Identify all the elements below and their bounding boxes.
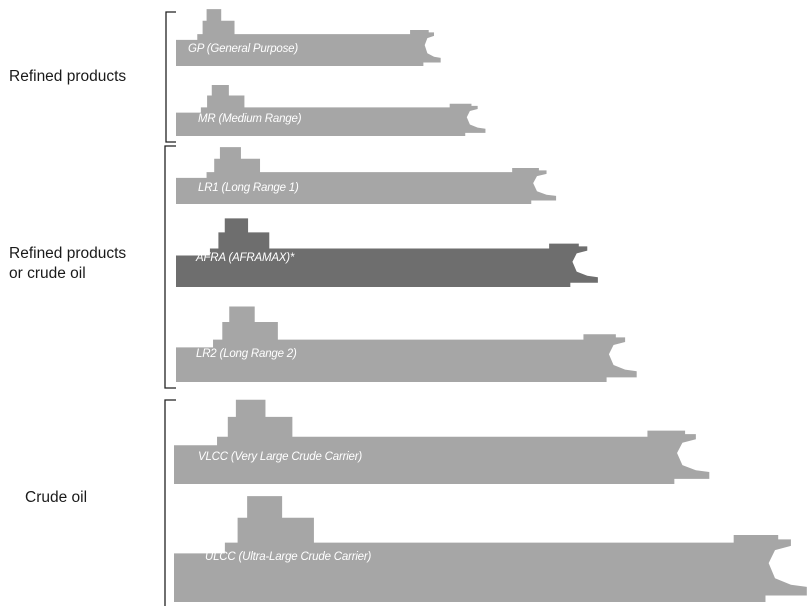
category-label-line: or crude oil: [9, 265, 86, 282]
ship-label-lr1: LR1 (Long Range 1): [198, 182, 299, 194]
category-label-line: Refined products: [9, 68, 127, 85]
ship-label-afra: AFRA (AFRAMAX)*: [196, 252, 295, 264]
ship-label-gp: GP (General Purpose): [188, 43, 298, 55]
ship-ulcc: [174, 496, 807, 602]
ship-label-ulcc: ULCC (Ultra-Large Crude Carrier): [205, 551, 372, 563]
ship-label-lr2: LR2 (Long Range 2): [196, 348, 297, 360]
ship-lr1: [176, 147, 557, 204]
bracket-crude-oil: [164, 399, 176, 606]
category-label-refined-or-crude: Refined products or crude oil: [9, 244, 126, 284]
category-label-refined-products: Refined products: [9, 67, 126, 87]
category-label-line: Refined products: [9, 245, 127, 262]
ship-afra: [176, 218, 598, 287]
category-label-crude-oil: Crude oil: [25, 488, 87, 508]
ship-hull: [174, 399, 710, 484]
ship-hull: [174, 496, 807, 602]
ship-label-vlcc: VLCC (Very Large Crude Carrier): [198, 451, 363, 463]
category-label-line: Crude oil: [25, 489, 88, 506]
ship-hull: [176, 218, 598, 287]
ship-hull: [176, 306, 637, 382]
ship-hull: [176, 85, 486, 136]
ship-vlcc: [174, 399, 710, 484]
bracket-refined-products: [165, 11, 176, 143]
ship-label-mr: MR (Medium Range): [198, 113, 302, 125]
ship-hull: [176, 9, 441, 66]
bracket-refined-or-crude: [164, 145, 176, 389]
ship-mr: [176, 85, 486, 136]
ship-hull: [176, 147, 557, 204]
ship-gp: [176, 9, 441, 66]
ship-lr2: [176, 306, 637, 382]
